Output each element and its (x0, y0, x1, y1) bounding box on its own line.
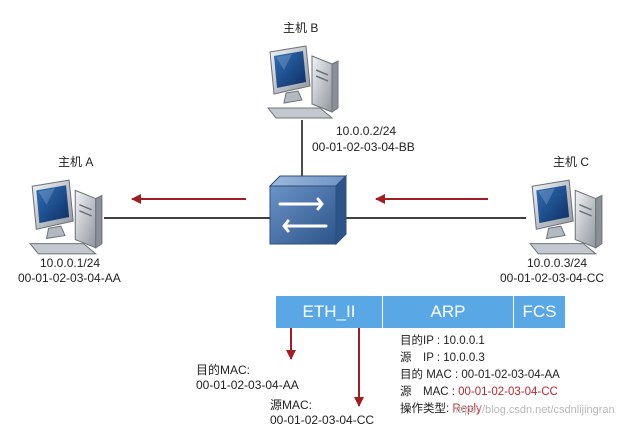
host-c-name: 主机 C (553, 155, 590, 169)
host-a-mac: 00-01-02-03-04-AA (18, 271, 121, 285)
watermark: https://blog.csdn.net/csdnlijingran (452, 404, 615, 416)
host-c-computer-icon (529, 179, 603, 255)
arp-dst-ip: 目的IP : 10.0.0.1 (400, 335, 485, 347)
host-b-name: 主机 B (283, 21, 319, 35)
arp-src-mac-label: 源 MAC : (400, 386, 459, 398)
eth-dst-mac-value: 00-01-02-03-04-AA (196, 378, 299, 392)
host-b-computer-icon (267, 45, 339, 119)
arp-operation: 操作类型: Reply (400, 403, 482, 416)
host-c-ip: 10.0.0.3/24 (527, 256, 588, 270)
arp-src-mac-value: 00-01-02-03-04-CC (458, 386, 558, 398)
eth-src-mac-label: 源MAC: (270, 398, 313, 412)
host-a-name: 主机 A (58, 155, 94, 169)
arp-src-ip: 源 IP : 10.0.0.3 (400, 352, 485, 364)
frame-segment-eth: ETH_II (276, 296, 382, 328)
host-c-mac: 00-01-02-03-04-CC (500, 271, 605, 285)
host-a-computer-icon (29, 179, 103, 255)
arp-src-mac: 源 MAC : 00-01-02-03-04-CC (400, 386, 558, 399)
switch-icon (268, 174, 348, 246)
arp-operation-value: Reply (452, 403, 482, 415)
frame-segment-fcs: FCS (514, 296, 565, 328)
host-b-mac: 00-01-02-03-04-BB (312, 140, 415, 154)
arp-operation-label: 操作类型: (400, 403, 453, 415)
eth-dst-mac-label: 目的MAC: (196, 363, 251, 377)
host-b-ip: 10.0.0.2/24 (336, 124, 397, 138)
arp-dst-mac: 目的 MAC : 00-01-02-03-04-AA (400, 369, 560, 381)
eth-src-mac-value: 00-01-02-03-04-CC (270, 413, 375, 427)
frame-segment-arp: ARP (383, 296, 513, 328)
host-a-ip: 10.0.0.1/24 (40, 256, 101, 270)
